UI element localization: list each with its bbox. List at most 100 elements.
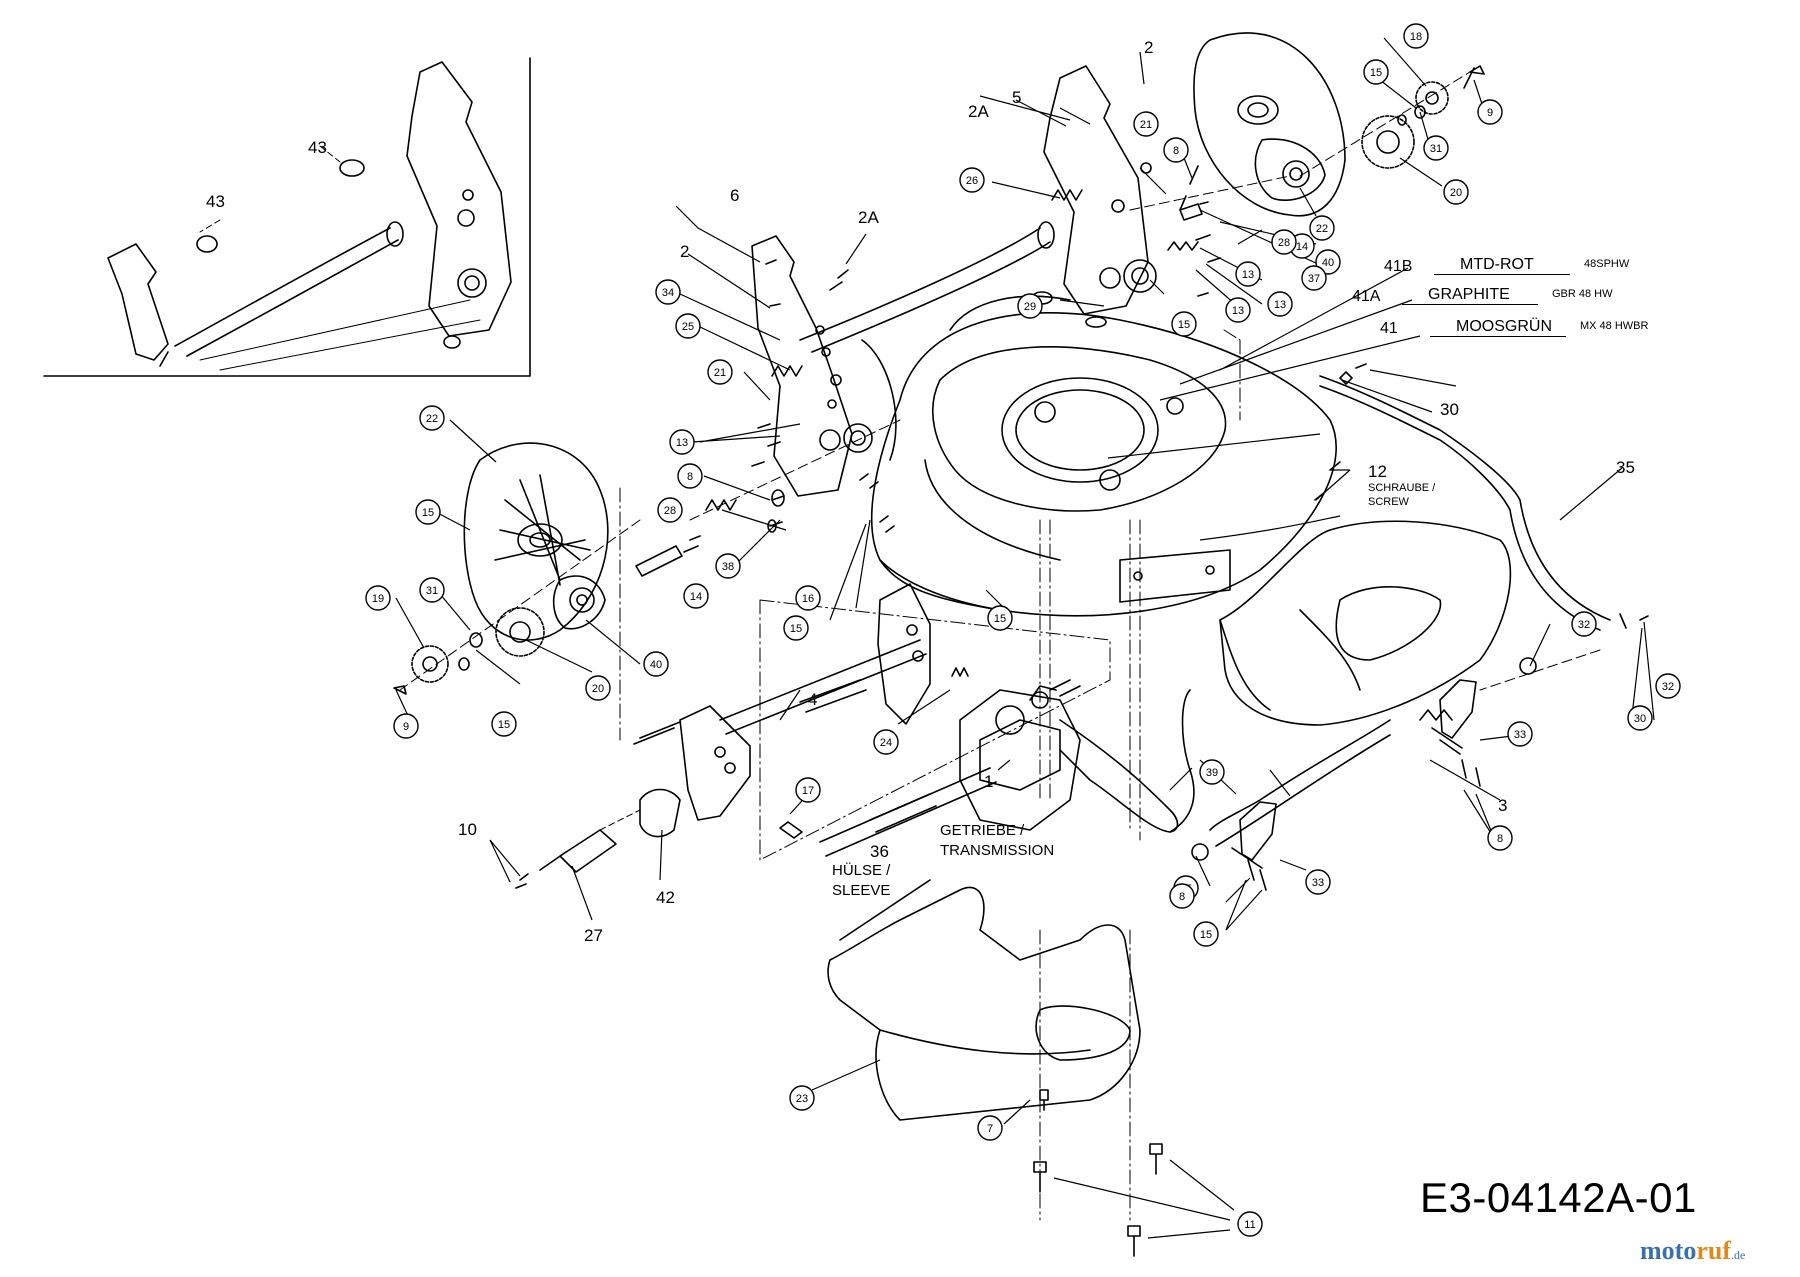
gear-left-large <box>495 607 545 657</box>
callout-circle-16 <box>795 585 821 611</box>
part-label-43: 43 <box>206 192 225 211</box>
callout-number: 15 <box>1200 929 1212 941</box>
callout-circle-13 <box>1267 291 1293 317</box>
callout-number: 21 <box>1140 119 1152 131</box>
part-label-42: 42 <box>656 888 675 907</box>
callout-circle-21 <box>707 359 733 385</box>
front-wheel-knob <box>639 788 681 838</box>
height-bracket-right <box>1439 679 1477 739</box>
callout-circle-31 <box>1423 135 1449 161</box>
callout-circle-23 <box>789 1085 815 1111</box>
deck-blade-opening <box>1001 377 1159 483</box>
callout-number: 17 <box>802 785 814 797</box>
callout-circle-38 <box>715 553 741 579</box>
callout-number: 7 <box>987 1123 993 1135</box>
spring-left <box>771 365 803 377</box>
callout-number: 21 <box>714 367 726 379</box>
part-label-30: 30 <box>1440 400 1459 419</box>
callout-circle-8 <box>1163 137 1189 163</box>
callout-number: 29 <box>1024 301 1036 313</box>
screw-caption-2: SCREW <box>1368 496 1409 508</box>
variant-color-name: GRAPHITE <box>1402 286 1538 305</box>
inset-bracket-right <box>406 61 512 337</box>
callout-number: 13 <box>1274 299 1286 311</box>
diagram-code: E3-04142A-01 <box>1420 1174 1697 1221</box>
mower-deck <box>870 311 1337 617</box>
callout-circle-39 <box>1199 759 1225 785</box>
callout-number: 14 <box>690 591 702 603</box>
callout-circle-15 <box>415 499 441 525</box>
part-label-2: 2 <box>1144 38 1154 57</box>
callout-circle-8 <box>1169 883 1195 909</box>
callout-circle-20 <box>1443 179 1469 205</box>
callout-circle-18 <box>1403 23 1429 49</box>
callout-circle-9 <box>393 713 419 739</box>
callout-circle-40 <box>643 651 669 677</box>
callout-circle-13 <box>1225 297 1251 323</box>
callout-circle-15 <box>1193 921 1219 947</box>
part-label-6: 6 <box>730 186 740 205</box>
callout-number: 40 <box>1322 257 1334 269</box>
screw-caption-1: SCHRAUBE / <box>1368 482 1436 494</box>
callout-number: 8 <box>687 471 693 483</box>
callout-number: 24 <box>880 737 892 749</box>
upper-handle-bracket <box>1043 65 1149 315</box>
sleeve-caption-2: SLEEVE <box>832 882 891 899</box>
leader-lines <box>395 37 1655 1239</box>
callout-number: 8 <box>1179 891 1185 903</box>
part-label-3: 3 <box>1498 796 1508 815</box>
variant-model: GBR 48 HW <box>1552 288 1613 300</box>
inset-bracket-left <box>107 243 169 361</box>
callout-circle-7 <box>977 1115 1003 1141</box>
watermark-brand-b: ruf <box>1696 1236 1731 1265</box>
adjuster-bracket <box>877 583 931 725</box>
callout-circle-26 <box>959 167 985 193</box>
callout-circle-15 <box>1363 59 1389 85</box>
rear-wheel-upper <box>1193 32 1346 217</box>
variant-ref: 41B <box>1384 258 1413 275</box>
callout-circle-19 <box>365 585 391 611</box>
callout-circle-25 <box>675 313 701 339</box>
callout-number: 15 <box>422 507 434 519</box>
part-label-35: 35 <box>1616 458 1635 477</box>
callout-number: 8 <box>1173 145 1179 157</box>
callout-circle-8 <box>1487 825 1513 851</box>
drive-cable <box>1059 719 1179 833</box>
part-label-43: 43 <box>308 138 327 157</box>
callout-number: 13 <box>676 437 688 449</box>
callout-circle-30 <box>1627 705 1653 731</box>
part-label-4: 4 <box>808 690 818 709</box>
callout-number: 9 <box>1487 107 1493 119</box>
variant-ref: 41 <box>1380 320 1398 337</box>
callout-number: 13 <box>1232 305 1244 317</box>
variant-model: 48SPHW <box>1584 258 1630 270</box>
callout-number: 31 <box>426 585 438 597</box>
transmission <box>959 689 1081 831</box>
callout-circle-15 <box>1171 311 1197 337</box>
callout-circle-13 <box>669 429 695 455</box>
callout-circle-33 <box>1305 869 1331 895</box>
callout-circle-11 <box>1237 1211 1263 1237</box>
callout-number: 20 <box>592 683 604 695</box>
callout-number: 39 <box>1206 767 1218 779</box>
part-label-12: 12 <box>1368 462 1387 481</box>
lever-handle <box>539 829 617 873</box>
spring-upper <box>1051 189 1083 201</box>
callout-circles: 1815931202214403728138131321262915342521… <box>365 23 1681 1237</box>
callout-circle-20 <box>585 675 611 701</box>
callout-circle-29 <box>1017 293 1043 319</box>
variant-color-name: MOOSGRÜN <box>1430 318 1566 337</box>
callout-number: 15 <box>790 623 802 635</box>
callout-number: 15 <box>1370 67 1382 79</box>
rear-axle-tube <box>799 227 1051 353</box>
callout-number: 40 <box>650 659 662 671</box>
callout-circle-13 <box>1235 261 1261 287</box>
watermark-brand-a: moto <box>1640 1236 1697 1265</box>
transmission-caption-2: TRANSMISSION <box>940 842 1055 859</box>
callout-number: 15 <box>994 613 1006 625</box>
callout-number: 22 <box>426 413 438 425</box>
callout-number: 8 <box>1497 833 1503 845</box>
callout-number: 33 <box>1514 729 1526 741</box>
